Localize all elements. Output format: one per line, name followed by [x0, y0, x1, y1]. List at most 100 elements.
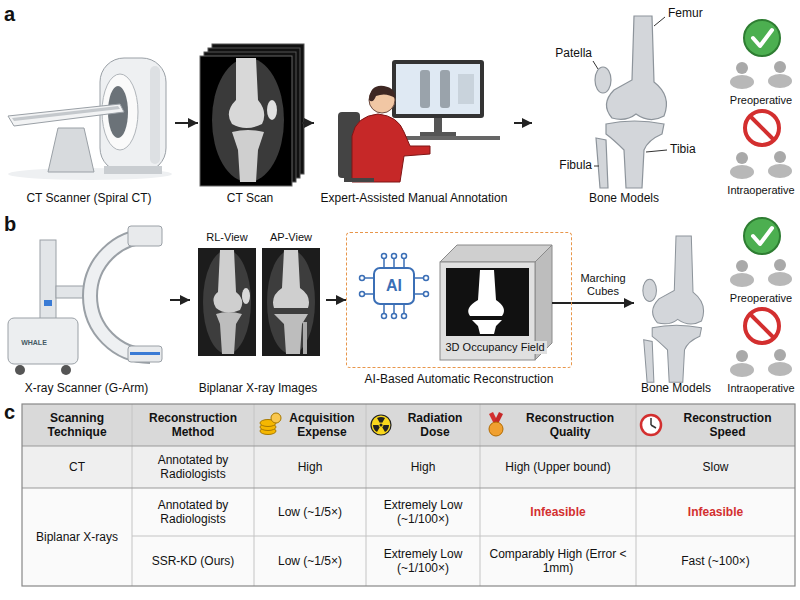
- node-caption: X-ray Scanner (G-Arm): [25, 381, 148, 396]
- ct-scanner-illustration: [8, 58, 172, 180]
- table-header: Reconstruction Quality: [508, 411, 632, 440]
- table-cell: Low (~1/5×): [258, 538, 362, 584]
- expense-icon: [260, 413, 281, 435]
- table-header: Scanning Technique: [26, 406, 128, 444]
- part-label: Patella: [555, 46, 592, 60]
- table-header: Scanning Technique: [26, 411, 128, 440]
- bone-model-stage: Bone Models: [634, 218, 718, 398]
- table-cell-warning: Infeasible: [688, 505, 743, 519]
- part-label: Tibia: [670, 142, 712, 157]
- table-cell-warning: Infeasible: [530, 505, 585, 519]
- table-cell: High: [370, 448, 476, 486]
- node-caption: Biplanar X-ray Images: [199, 381, 318, 396]
- flow-arrow: [514, 122, 532, 124]
- table-cell: CT: [69, 460, 85, 474]
- node-caption: CT Scanner (Spiral CT): [26, 191, 151, 206]
- part-label: Femur: [668, 6, 703, 20]
- xray-images: [198, 248, 320, 356]
- scanner-stage: X-ray Scanner (G-Arm): [3, 218, 170, 398]
- view-label: RL-View: [206, 231, 247, 244]
- ct-slice-stack: [200, 44, 304, 186]
- occupancy-cube-box: 3D Occupancy Field: [438, 243, 552, 359]
- g-arm-illustration: [8, 226, 162, 375]
- table-cell: SSR-KD (Ours): [136, 538, 250, 584]
- status-label: Intraoperative: [727, 382, 794, 395]
- reconstruction-box: AI-Based Automatic Reconstruction3D Occu…: [346, 232, 572, 368]
- chip-text: AI: [376, 274, 412, 298]
- speed-icon: [641, 415, 661, 435]
- panel-letter: a: [4, 2, 15, 26]
- table-cell: Extremely Low (~1/100×): [370, 490, 476, 534]
- table-cell: Slow: [702, 460, 728, 474]
- table-header: Radiation Dose: [394, 411, 476, 440]
- scan-stage: CT Scan: [198, 36, 302, 208]
- status-label: Preoperative: [730, 292, 792, 305]
- table-cell: High (Upper bound): [484, 448, 632, 486]
- flow-arrow: [170, 299, 190, 301]
- status-label: Intraoperative: [722, 381, 800, 396]
- part-label: Fibula: [559, 158, 592, 172]
- table-cell-warning: Infeasible: [640, 490, 791, 534]
- table-cell: Annotated by Radiologists: [136, 448, 250, 486]
- view-label: RL-View: [196, 230, 258, 245]
- table-header: Reconstruction Method: [136, 411, 250, 440]
- occupancy-cube: [440, 245, 552, 360]
- brand-text: WHALE: [21, 339, 47, 347]
- node-caption: Expert-Assisted Manual Annotation: [321, 191, 508, 206]
- panel-letter: b: [4, 212, 22, 236]
- comparison-table: [22, 404, 795, 586]
- table-cell: High: [258, 448, 362, 486]
- table-cell: Low (~1/5×): [278, 505, 342, 519]
- table-header: Acquisition Expense: [282, 411, 362, 440]
- table-cell: Annotated by Radiologists: [136, 453, 250, 482]
- table-cell: Comparably High (Error < 1mm): [484, 538, 632, 584]
- table-cell: Comparably High (Error < 1mm): [484, 547, 632, 576]
- bone-model-stage: Bone Models: [532, 36, 716, 208]
- table-cell: High (Upper bound): [505, 460, 610, 474]
- table-cell: Extremely Low (~1/100×): [370, 498, 476, 527]
- ai-chip-icon: [360, 254, 429, 319]
- node-caption: Bone Models: [589, 191, 659, 206]
- status-label: Preoperative: [722, 291, 800, 306]
- flow-arrow: [326, 299, 346, 301]
- flow-arrow: [302, 122, 314, 124]
- status-label: Preoperative: [730, 94, 792, 107]
- table-cell: High: [298, 460, 323, 474]
- table-header: Radiation Dose: [394, 406, 476, 444]
- chip-text: AI: [386, 276, 402, 295]
- table-cell: Annotated by Radiologists: [136, 490, 250, 534]
- table-header: Reconstruction Method: [136, 406, 250, 444]
- edge-label: Marching Cubes: [574, 272, 632, 298]
- table-header: Reconstruction Quality: [508, 406, 632, 444]
- panel-letter: c: [4, 400, 15, 424]
- table-cell: Low (~1/5×): [258, 490, 362, 534]
- bone-model: [643, 236, 704, 382]
- xray-stage: Biplanar X-ray Images: [190, 218, 326, 398]
- quality-icon: [489, 412, 503, 436]
- table-header: Acquisition Expense: [282, 406, 362, 444]
- table-cell-warning: Infeasible: [484, 490, 632, 534]
- panel-letter: b: [4, 212, 16, 236]
- status-label: Intraoperative: [722, 183, 800, 198]
- annotator-illustration: [338, 60, 500, 182]
- node-caption: Bone Models: [641, 381, 711, 396]
- table-cell: Fast (~100×): [640, 538, 791, 584]
- scanner-stage: CT Scanner (Spiral CT): [3, 36, 175, 208]
- table-cell: Extremely Low (~1/100×): [370, 547, 476, 576]
- part-label: Tibia: [670, 142, 696, 156]
- table-cell: Extremely Low (~1/100×): [370, 538, 476, 584]
- status-label: Intraoperative: [727, 184, 794, 197]
- view-label: AP-View: [260, 230, 322, 245]
- panel-letter: a: [4, 2, 22, 26]
- table-cell: CT: [26, 448, 128, 486]
- node-caption: CT Scan: [227, 191, 273, 206]
- table-cell: SSR-KD (Ours): [152, 554, 235, 568]
- node-caption: 3D Occupancy Field: [443, 341, 546, 354]
- view-label: AP-View: [270, 231, 312, 244]
- table-cell: Low (~1/5×): [278, 554, 342, 568]
- flow-arrow: [552, 302, 634, 304]
- status-label: Preoperative: [722, 93, 800, 108]
- table-cell: Biplanar X-rays: [36, 530, 118, 544]
- node-caption: AI-Based Automatic Reconstruction: [365, 372, 554, 387]
